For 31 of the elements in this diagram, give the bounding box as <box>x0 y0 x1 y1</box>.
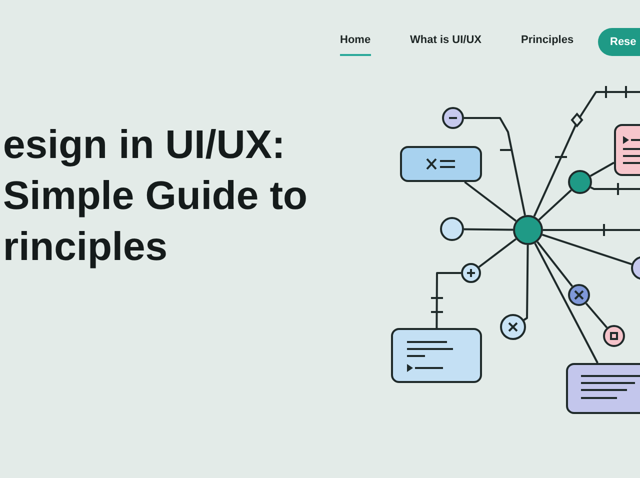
connector-line <box>523 244 529 321</box>
nav-link: Home <box>340 34 371 56</box>
node-card <box>400 146 482 182</box>
connector-line <box>536 241 573 287</box>
node-circle <box>500 314 526 340</box>
node-circle <box>440 217 464 241</box>
node-circle <box>568 170 592 194</box>
nav-link: What is UI/UX <box>410 34 482 46</box>
connector-line <box>478 238 517 268</box>
page-heading: esign in UI/UX: Simple Guide to rinciples <box>3 122 308 271</box>
connector-line <box>543 229 640 231</box>
connector-line <box>464 117 526 216</box>
node-card <box>566 363 640 414</box>
connector-line <box>590 162 614 177</box>
connector-line <box>534 242 598 364</box>
nav-button: Rese <box>598 28 640 56</box>
connector-line <box>436 272 461 328</box>
node-circle <box>568 284 590 306</box>
connector-line <box>585 302 608 328</box>
connector-line <box>542 234 632 266</box>
connector-line <box>590 186 640 190</box>
node-circle <box>513 215 543 245</box>
node-circle <box>603 325 625 347</box>
node-circle <box>442 107 464 129</box>
node-circle <box>461 263 481 283</box>
connector-line <box>464 228 514 231</box>
node-card <box>391 328 482 383</box>
nav-link: Principles <box>521 34 574 46</box>
connector-line <box>464 181 517 222</box>
connector-line <box>538 189 572 221</box>
connector-line <box>533 91 640 217</box>
